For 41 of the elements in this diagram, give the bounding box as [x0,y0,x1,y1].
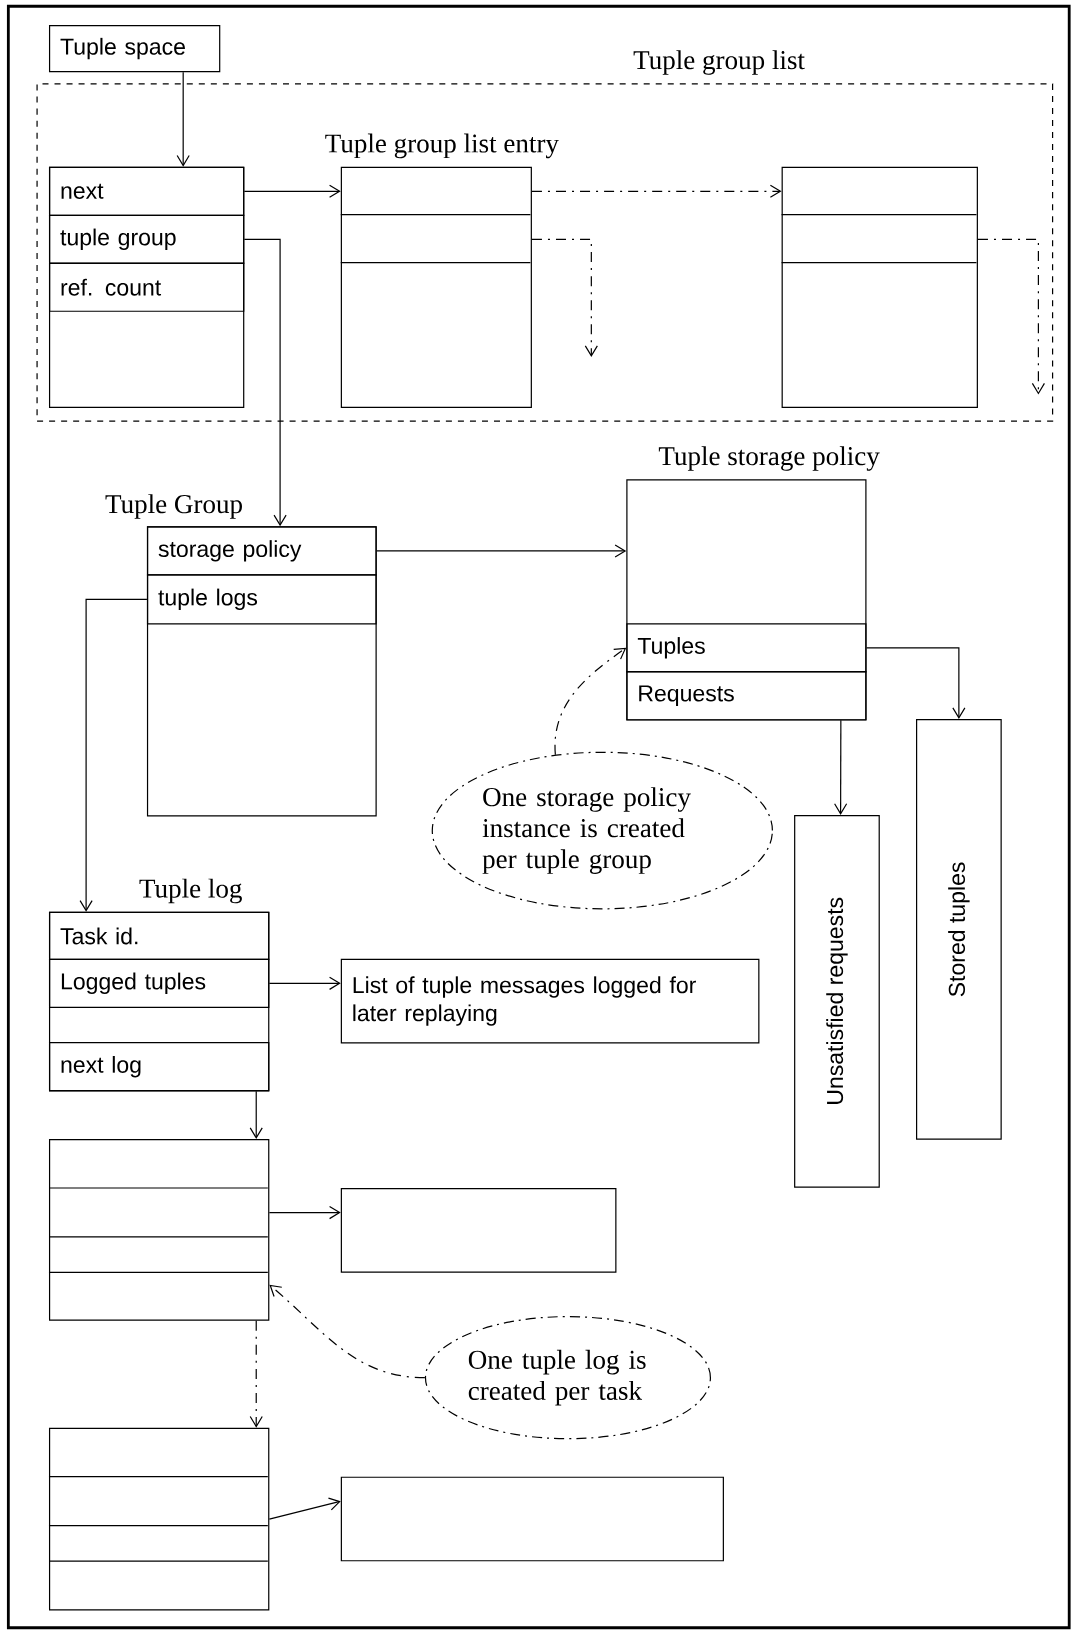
arrow [79,598,148,912]
arrow [249,1320,263,1428]
record-field: Requests [626,671,867,721]
heading: Tuple group list [633,50,805,75]
record-field: tuple logs [146,574,377,625]
vertical-box: Stored tuples [915,719,1002,1140]
arrow [176,71,190,167]
arrow [833,719,847,815]
record-field: next [48,166,245,216]
leader-arrow [269,1284,426,1379]
record-field: storage policy [146,526,377,576]
arrow [268,1206,341,1220]
arrow [243,238,287,527]
heading: Tuple group list entry [325,133,559,159]
record-field: next log [48,1042,270,1092]
arrow [268,976,341,990]
empty-box [340,1188,617,1273]
leader-arrow [554,647,627,756]
record-field: tuple group [48,214,245,264]
arrow [977,238,1045,395]
arrow [375,544,627,558]
arrow [243,184,341,198]
arrow [531,184,782,198]
arrow [865,647,966,720]
heading: Tuple storage policy [658,446,880,471]
text-box: List of tuple messages logged for later replaying [340,958,760,1044]
record-field: Task id. [48,911,270,960]
arrow [268,1497,341,1520]
record-field: ref. count [48,262,245,312]
heading: Tuple Group [105,494,242,519]
record-field: Tuple space [48,25,221,73]
heading: Tuple log [139,878,242,904]
arrow [249,1090,263,1139]
vertical-box: Unsatisfied requests [793,814,880,1188]
record-box [48,1427,270,1611]
record-field: Logged tuples [48,958,270,1008]
record-field: Tuples [626,623,867,673]
empty-box [340,1476,724,1562]
record-box [48,1139,270,1321]
record-box [780,166,978,408]
arrow [531,238,598,358]
